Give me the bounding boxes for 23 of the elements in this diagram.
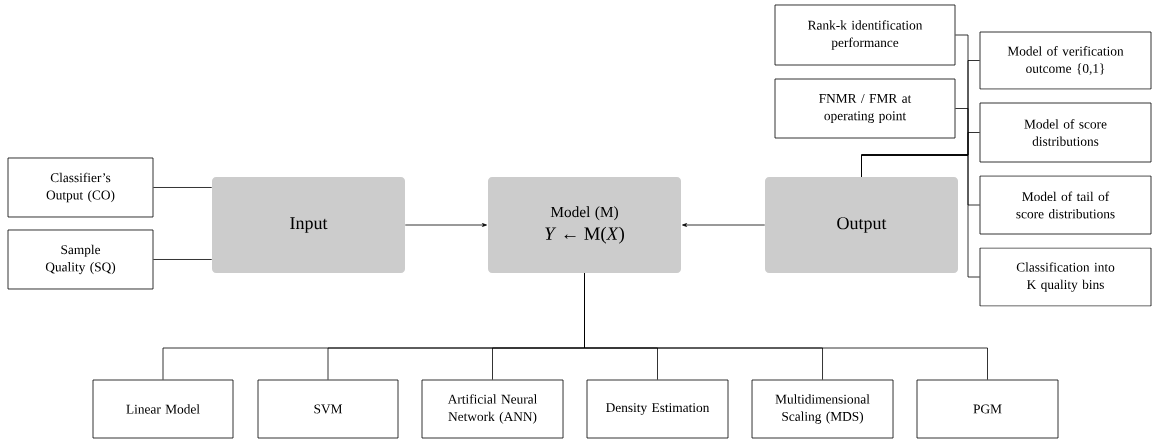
text-box: Model of tail of score distributions bbox=[979, 175, 1152, 235]
text-box: Classification into K quality bins bbox=[979, 247, 1152, 307]
text-box: Density Estimation bbox=[586, 379, 729, 439]
connector-line bbox=[584, 272, 988, 380]
text-box: Sample Quality (SQ) bbox=[7, 229, 154, 290]
connector-line bbox=[153, 187, 213, 188]
text-box: Model of score distributions bbox=[979, 102, 1152, 163]
text-box: Rank-k identification performance bbox=[774, 4, 956, 66]
connector-line bbox=[153, 259, 213, 260]
text-box: FNMR / FMR at operating point bbox=[774, 78, 956, 139]
arrow bbox=[682, 223, 766, 227]
process-box: Model (M) Y ← M(X) bbox=[488, 177, 681, 273]
text-box: Artificial Neural Network (ANN) bbox=[421, 379, 564, 439]
text-box: SVM bbox=[257, 379, 399, 439]
text-box: Model of verification outcome {0,1} bbox=[979, 31, 1152, 90]
connector-line bbox=[861, 154, 980, 278]
text-box: Classifier’s Output (CO) bbox=[7, 157, 154, 218]
text-box: Linear Model bbox=[92, 379, 234, 439]
process-box: Input bbox=[212, 177, 405, 273]
arrow bbox=[404, 223, 487, 227]
process-box: Output bbox=[765, 177, 958, 273]
text-box: PGM bbox=[916, 379, 1059, 439]
text-box: Multidimensional Scaling (MDS) bbox=[751, 379, 894, 439]
